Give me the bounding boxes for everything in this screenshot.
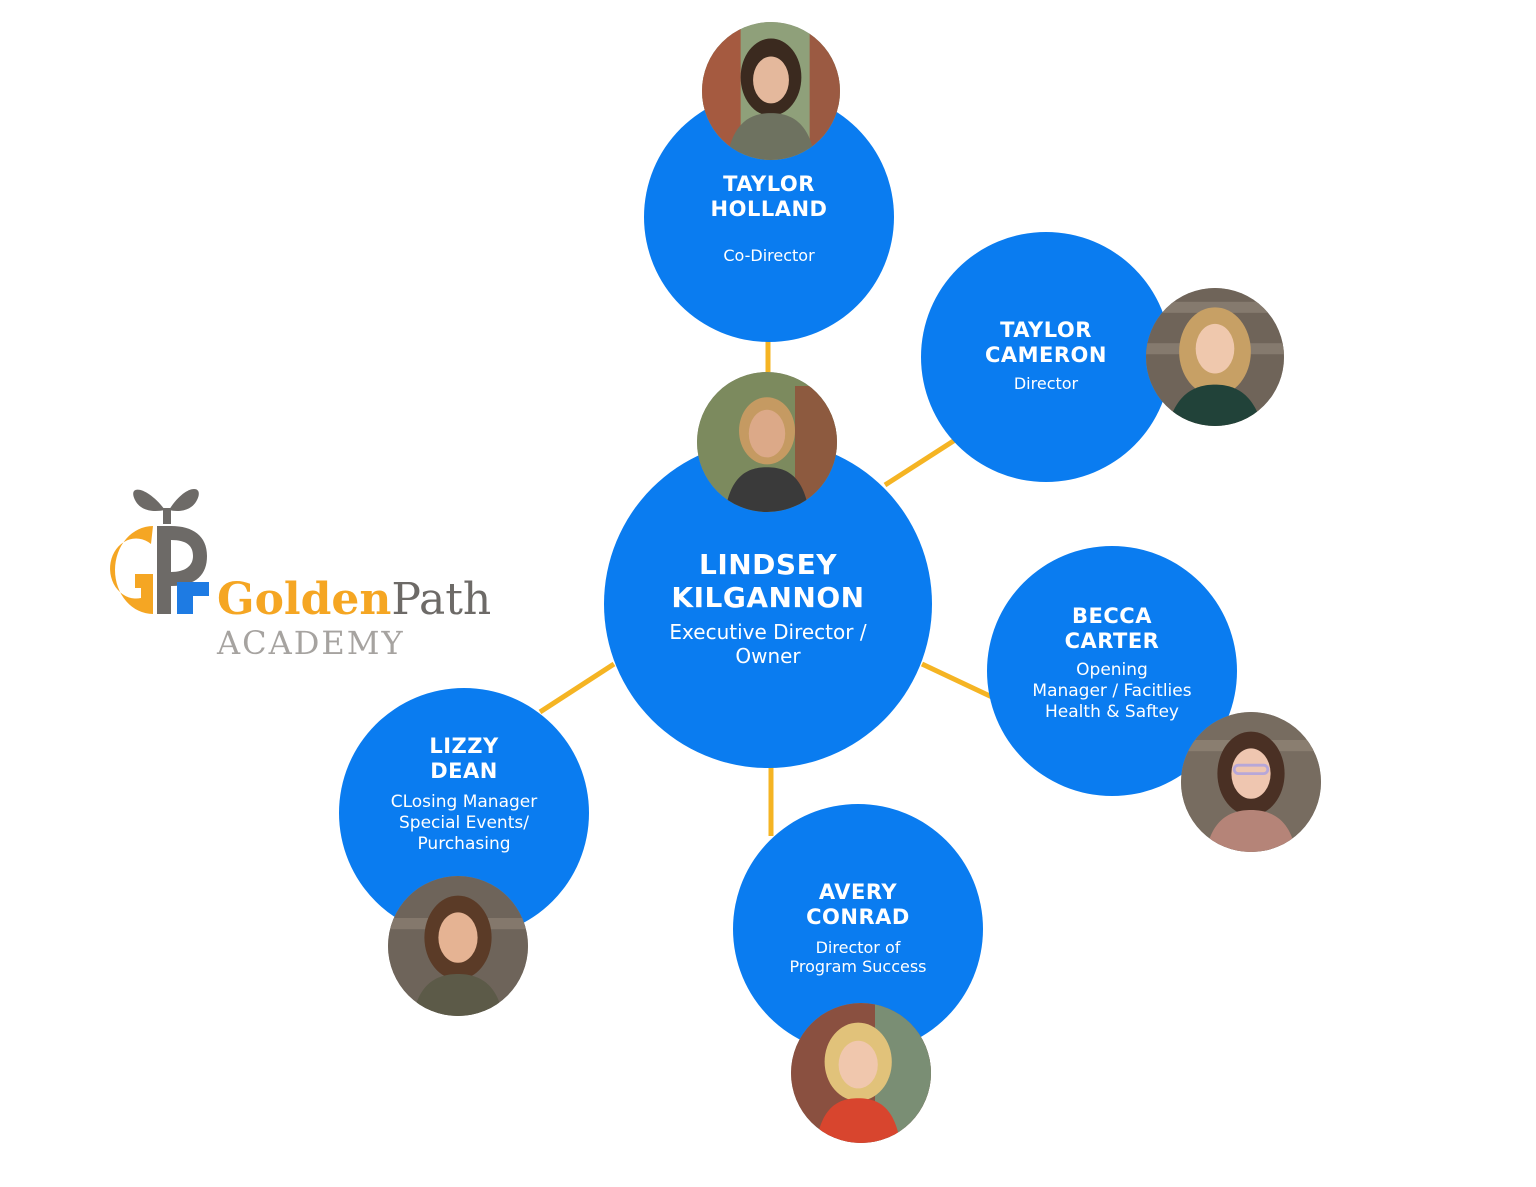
connector-center-lizzy-dean: [538, 661, 616, 715]
node-role-line1: Opening: [1076, 660, 1148, 680]
logo-word-path: Path: [391, 574, 492, 625]
photo-avery-conrad: [791, 1003, 931, 1143]
connector-center-taylor-cameron: [883, 437, 957, 488]
connector-center-becca-carter: [920, 661, 994, 700]
photo-lindsey-kilgannon: [697, 372, 837, 512]
node-name-line1: TAYLOR: [1000, 318, 1092, 342]
node-name-line1: LIZZY: [429, 734, 499, 758]
node-role-line2: Special Events/: [399, 813, 529, 833]
logo-word-golden: Golden: [217, 574, 392, 625]
node-role-line1: Executive Director /: [669, 620, 867, 644]
node-role-line2: Owner: [735, 644, 801, 668]
node-name-line2: KILGANNON: [671, 581, 865, 614]
node-role-line3: Purchasing: [417, 834, 511, 854]
logo-wordmark: GoldenPath: [217, 574, 491, 625]
node-name-line2: HOLLAND: [710, 197, 828, 221]
photo-taylor-cameron: [1146, 288, 1284, 426]
node-name-line2: CAMERON: [984, 343, 1107, 367]
photo-lizzy-dean: [388, 876, 528, 1016]
node-role: Director: [1013, 374, 1079, 393]
node-name-line2: CONRAD: [806, 905, 910, 929]
node-role-line1: CLosing Manager: [390, 792, 538, 812]
node-name-line1: AVERY: [818, 880, 898, 904]
gp-sprout-icon: [110, 489, 209, 614]
node-name-line1: BECCA: [1072, 604, 1152, 628]
node-role-line2: Manager / Facitlies: [1032, 681, 1192, 701]
node-role: Co-Director: [723, 246, 815, 265]
node-name-line1: TAYLOR: [723, 172, 815, 196]
logo-word-academy: ACADEMY: [217, 624, 405, 662]
node-taylor-cameron: TAYLOR CAMERON Director: [921, 232, 1171, 482]
node-role-line1: Director of: [815, 938, 901, 957]
node-role-line3: Health & Saftey: [1045, 702, 1179, 722]
node-name-line1: LINDSEY: [698, 548, 837, 581]
node-role-line2: Program Success: [789, 957, 927, 976]
photo-taylor-holland: [702, 22, 840, 160]
photo-becca-carter: [1181, 712, 1321, 852]
node-name-line2: CARTER: [1064, 629, 1160, 653]
golden-path-academy-logo: GoldenPath ACADEMY: [105, 478, 535, 668]
node-name-line2: DEAN: [430, 759, 498, 783]
